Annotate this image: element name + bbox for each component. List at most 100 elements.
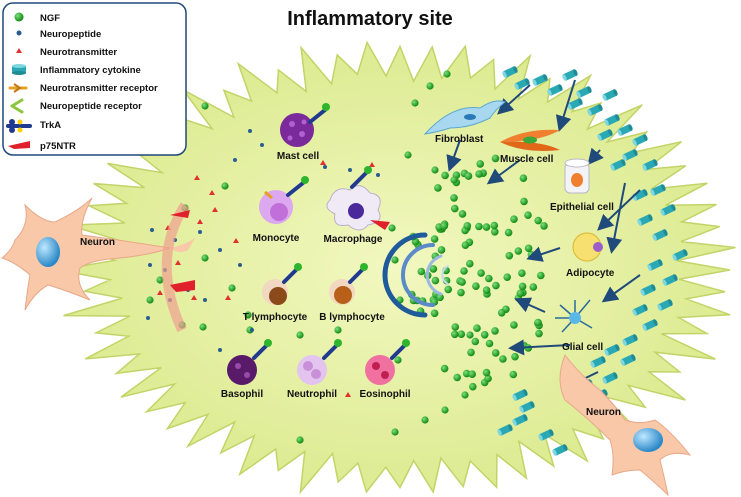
cytokine-cylinder: [514, 78, 530, 90]
cell-label: Glial cell: [562, 342, 603, 353]
cytokine-cylinder: [576, 86, 592, 98]
cytokine-cylinder: [610, 159, 626, 171]
neurotransmitter-triangle: [345, 392, 351, 397]
signal-arrow: [606, 182, 626, 254]
ngf-dot: [146, 296, 154, 304]
neuropeptide-dot: [260, 143, 264, 147]
neurotransmitter-triangle: [225, 295, 231, 300]
cytokine-cylinder: [552, 444, 568, 456]
signal-arrow: [526, 246, 561, 262]
neuropeptide-dot: [323, 165, 327, 169]
ngf-dot: [519, 174, 528, 182]
cytokine-cylinder: [538, 429, 554, 441]
cytokine-cylinder: [632, 304, 648, 316]
cytokine-cylinder: [512, 414, 528, 426]
cytokine-cylinder: [657, 299, 673, 311]
ngf-dot: [388, 224, 396, 232]
ngf-dot: [441, 171, 449, 180]
ngf-dot: [461, 391, 469, 399]
ngf-dot: [491, 349, 500, 357]
ngf-dot: [394, 356, 402, 364]
cell-label: Eosinophil: [359, 389, 410, 400]
ngf-dot: [334, 326, 342, 334]
ngf-dot: [491, 228, 499, 236]
ngf-dot: [457, 330, 466, 339]
cytokine-particles: [497, 66, 688, 456]
nucleus-icon: [36, 237, 60, 267]
ngf-dot: [485, 274, 493, 283]
ngf-dot: [430, 235, 439, 243]
ngf-dot: [504, 228, 513, 237]
cytokine-cylinder: [547, 84, 563, 96]
ngf-dot: [440, 222, 449, 230]
cell-label: Epithelial cell: [550, 202, 614, 213]
ngf-dot: [534, 318, 542, 327]
neurotransmitter-triangle: [175, 260, 181, 265]
cytokine-cylinder: [632, 134, 648, 146]
diagram-title: Inflammatory site: [287, 8, 453, 30]
ngf-dot: [469, 382, 477, 391]
ngf-dot: [482, 286, 491, 295]
ngf-dot: [466, 331, 474, 339]
ngf-dot: [450, 194, 458, 202]
legend-label: NGF: [40, 13, 60, 24]
ngf-dot: [199, 323, 207, 331]
ngf-dot: [516, 289, 525, 298]
legend-label: TrkA: [40, 120, 61, 131]
neurotransmitter-triangle: [191, 295, 197, 300]
cytokine-cylinder: [604, 114, 620, 126]
cytokine-cylinder: [662, 274, 678, 286]
ngf-dot: [475, 170, 483, 178]
cell-label: Adipocyte: [566, 268, 615, 279]
ngf-dot: [431, 276, 440, 285]
ngf-dot: [429, 265, 438, 273]
ngf-dot: [471, 337, 480, 346]
ngf-dot: [477, 269, 485, 277]
ngf-dot: [510, 321, 518, 329]
ngf-dot: [460, 267, 468, 275]
ngf-dot: [391, 428, 399, 436]
ngf-dot: [476, 160, 485, 168]
ngf-dot: [437, 246, 446, 254]
neuropeptide-dot-icon: [16, 30, 22, 36]
macrophage-cell: Macrophage: [324, 166, 390, 245]
cell-label: Mast cell: [277, 151, 319, 162]
ngf-dot: [426, 82, 434, 90]
ngf-dot: [451, 330, 459, 339]
signal-arrow: [555, 79, 576, 132]
cytokine-cylinder: [642, 319, 658, 331]
ngf-dot: [509, 370, 518, 379]
ngf-dot: [421, 416, 429, 424]
cytokine-cylinder: [602, 89, 618, 101]
ngf-dot: [482, 223, 491, 231]
cytokine-cylinder-icon: [12, 64, 26, 75]
p75ntr-receptor-icon: [8, 141, 30, 149]
signal-arrow: [587, 147, 604, 166]
ngf-dot: [156, 276, 164, 284]
b-lymphocyte-cell: B lymphocyte: [319, 263, 385, 323]
cytokine-cylinder: [587, 104, 603, 116]
ngf-dot: [440, 364, 449, 373]
ngf-dot: [537, 271, 545, 280]
cytokine-cylinder: [650, 184, 666, 196]
ngf-dot: [462, 369, 471, 378]
neurotransmitter-triangle: [233, 238, 239, 243]
cytokine-cylinder: [562, 69, 578, 81]
legend-label: Neuropeptide: [40, 29, 101, 40]
ngf-dot: [468, 370, 477, 379]
cytokine-cylinder: [604, 344, 620, 356]
cell-label: B lymphocyte: [319, 312, 385, 323]
ngf-dot: [434, 184, 442, 192]
ngf-dot: [518, 282, 527, 291]
ngf-dot: [436, 293, 444, 302]
signal-arrow: [497, 84, 531, 115]
ngf-dot: [475, 222, 483, 231]
ngf-dot: [461, 241, 470, 249]
ngf-dot: [482, 368, 491, 377]
ngf-dot: [510, 215, 518, 223]
neuropeptide-dot: [233, 158, 237, 162]
cytokine-cylinder: [652, 229, 668, 241]
t-lymphocyte-cell: T lymphocyte: [243, 263, 308, 323]
cell-label: Monocyte: [253, 233, 300, 244]
